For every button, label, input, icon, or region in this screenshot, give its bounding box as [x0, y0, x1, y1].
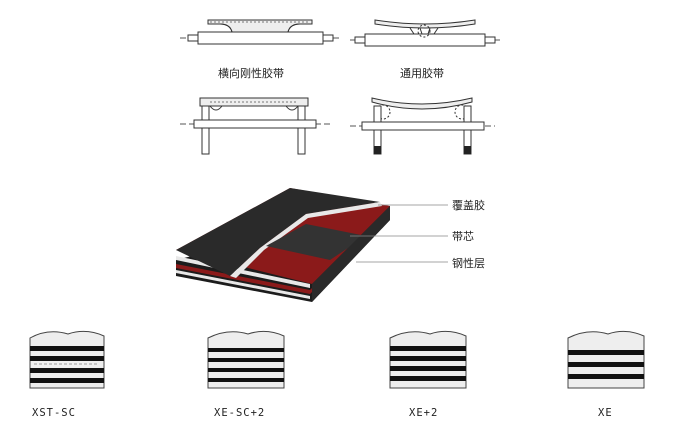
belt-core-label: 带芯	[452, 230, 474, 243]
cover-rubber-label: 覆盖胶	[452, 199, 485, 212]
variant-block-xe-2	[389, 330, 467, 389]
variant-block-xe	[567, 330, 645, 389]
general-belt-flat-diagram	[350, 19, 500, 47]
variant-label-xe: XE	[598, 407, 613, 419]
steel-layer-label: 钢性层	[452, 257, 485, 270]
variant-label-xe-sc-2: XE-SC+2	[214, 407, 266, 419]
variant-label-xe-2: XE+2	[409, 407, 439, 419]
general-belt-trough-diagram	[350, 97, 495, 155]
rigid-belt-trough-diagram	[180, 97, 330, 155]
variant-block-xst-sc	[29, 330, 105, 389]
rigid-belt-label: 横向刚性胶带	[218, 67, 284, 80]
rigid-belt-flat-diagram	[180, 19, 340, 45]
general-belt-label: 通用胶带	[400, 67, 444, 80]
variant-label-xst-sc: XST-SC	[32, 407, 76, 419]
belt-layer-diagram	[176, 188, 390, 302]
variant-block-xe-sc-2	[207, 330, 285, 389]
